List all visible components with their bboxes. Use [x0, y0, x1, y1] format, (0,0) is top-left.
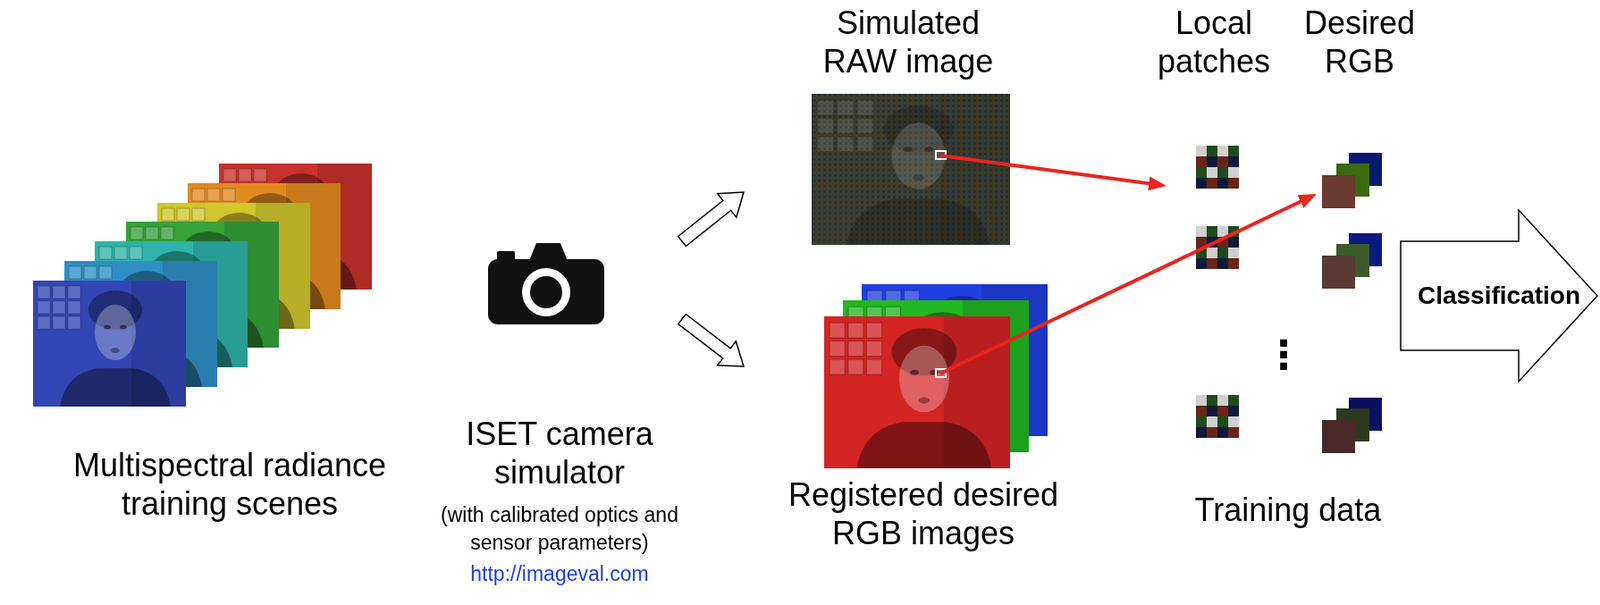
node-label: (with calibrated optics and sensor param…	[425, 501, 694, 557]
patch-samples	[1195, 145, 1239, 438]
node-label: Registered desired RGB images	[771, 475, 1076, 553]
block-arrow	[678, 192, 744, 246]
scene-stack: Multispectral radiance training scenes	[50, 134, 409, 523]
raw-image	[811, 93, 1011, 245]
arrow-outline-path	[1400, 210, 1598, 382]
node-label: Desired RGB	[1288, 3, 1432, 81]
node-label: ISET camera simulator	[425, 414, 694, 492]
camera-icon	[488, 243, 605, 325]
classification-arrow: Classification	[1399, 209, 1599, 383]
ellipsis-mark: ⋮	[1256, 332, 1311, 378]
sample-arrow	[940, 155, 1154, 185]
sample-arrow	[940, 199, 1306, 374]
block-arrow	[678, 313, 744, 367]
rgb-image-stack	[824, 284, 1048, 469]
section-label: Training data	[1153, 490, 1423, 530]
rgb-target-column: Desired RGB	[1288, 3, 1432, 210]
rgb-samples	[1322, 152, 1382, 454]
raw-image: Simulated RAW image	[809, 3, 1007, 245]
rgb-image-stack: Registered desired RGB images	[771, 277, 1076, 553]
multispectral-stack	[33, 163, 372, 407]
node-label: http://imageval.com	[425, 560, 694, 589]
node-label: Local patches	[1142, 3, 1286, 81]
node-label: Multispectral radiance training scenes	[50, 446, 409, 523]
node-label: Simulated RAW image	[809, 3, 1007, 81]
node-label: Classification	[1417, 280, 1581, 312]
camera-simulator: ISET camera simulator (with calibrated op…	[425, 236, 694, 595]
